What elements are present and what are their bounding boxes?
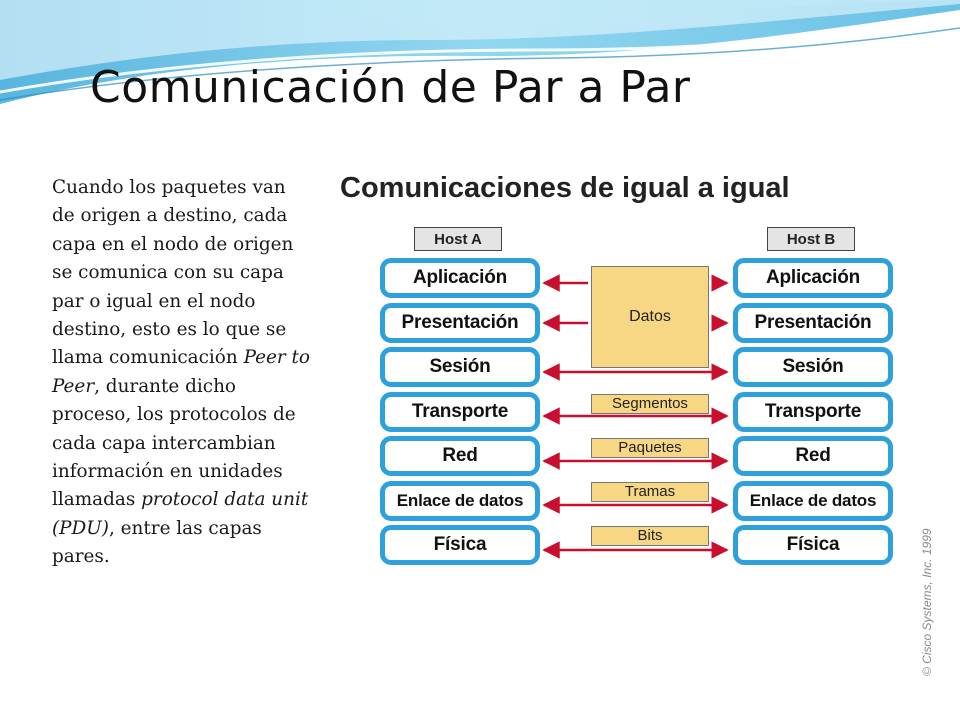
host-a-layer-red: Red: [380, 436, 540, 476]
host-b-layer-aplicacion: Aplicación: [733, 258, 893, 298]
host-a-layer-sesion: Sesión: [380, 347, 540, 387]
host-a-layer-transporte: Transporte: [380, 392, 540, 432]
body-paragraph: Cuando los paquetes van de origen a dest…: [52, 174, 314, 572]
host-a-layer-fisica: Física: [380, 525, 540, 565]
diagram-title: Comunicaciones de igual a igual: [340, 172, 790, 204]
pdu-bits: Bits: [591, 526, 709, 546]
host-a-label: Host A: [414, 227, 502, 251]
header-wave-decoration: [0, 0, 960, 104]
osi-peer-diagram: Comunicaciones de igual a igual Host A H…: [330, 166, 934, 686]
slide-title: Comunicación de Par a Par: [90, 62, 691, 113]
host-b-layer-enlace-de-datos: Enlace de datos: [733, 481, 893, 521]
host-b-layer-fisica: Física: [733, 525, 893, 565]
host-b-label: Host B: [767, 227, 855, 251]
host-a-layer-presentacion: Presentación: [380, 303, 540, 343]
body-text-segment: , entre las capas pares.: [52, 517, 262, 568]
peer-arrows: [542, 274, 729, 559]
host-b-layer-transporte: Transporte: [733, 392, 893, 432]
pdu-segmentos: Segmentos: [591, 394, 709, 414]
body-text-italic-segment: protocol data unit (PDU): [52, 489, 309, 539]
host-a-layer-enlace-de-datos: Enlace de datos: [380, 481, 540, 521]
host-b-layer-presentacion: Presentación: [733, 303, 893, 343]
body-text-segment: , durante dicho proceso, los protocolos …: [52, 375, 296, 511]
copyright-notice: © Cisco Systems, Inc. 1999: [920, 528, 934, 676]
host-b-layer-red: Red: [733, 436, 893, 476]
pdu-paquetes: Paquetes: [591, 438, 709, 458]
body-text-segment: Cuando los paquetes van de origen a dest…: [52, 177, 294, 369]
pdu-datos: Datos: [591, 266, 709, 368]
host-b-layer-sesion: Sesión: [733, 347, 893, 387]
host-a-layer-aplicacion: Aplicación: [380, 258, 540, 298]
body-text-italic-segment: Peer to Peer: [52, 347, 310, 397]
pdu-tramas: Tramas: [591, 482, 709, 502]
